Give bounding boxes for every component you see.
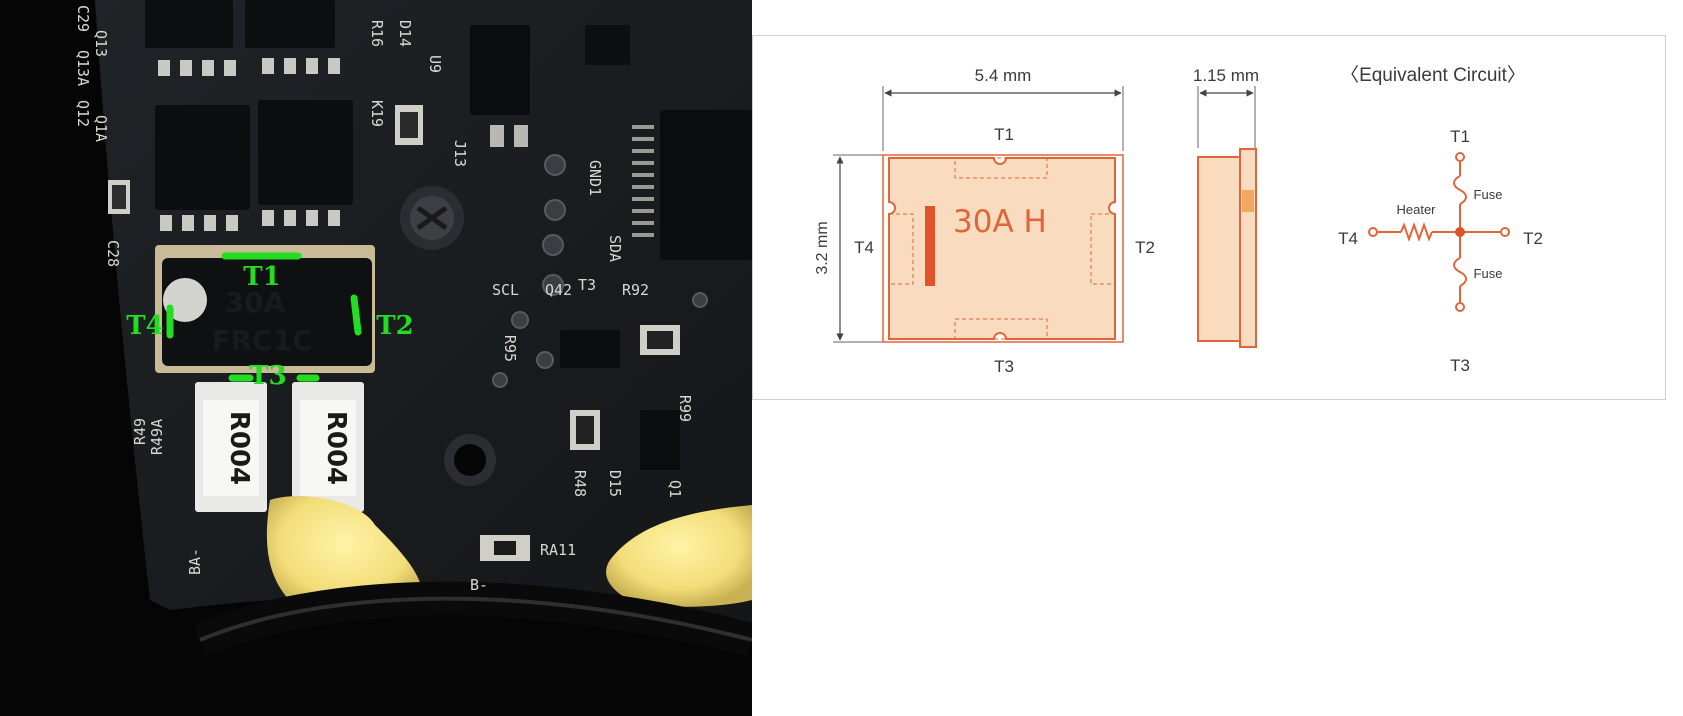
t2-marker-label: T2 (376, 311, 413, 341)
pin-label-t2: T2 (1135, 238, 1155, 257)
mounting-hole (444, 434, 496, 486)
polarity-bar (925, 206, 935, 286)
silk-label: R48 (571, 470, 589, 497)
silk-label: Q12 (74, 100, 92, 127)
width-dimension: 5.4 mm (882, 66, 1124, 151)
terminal-t2 (1500, 227, 1510, 237)
pin-label-t4: T4 (854, 238, 874, 257)
circuit-pin-t3: T3 (1450, 356, 1470, 375)
resistor-label: R004 (224, 411, 254, 485)
silk-label: BA- (186, 548, 204, 575)
pin1-dot (163, 278, 207, 322)
silk-label: Q42 (545, 281, 572, 299)
silk-label: B- (470, 576, 488, 594)
pad-t2 (1090, 213, 1116, 285)
package-diagram: 5.4 mm 3.2 mm 30A H T1 T3 T4 T2 (814, 64, 1543, 376)
silk-label: Q1A (92, 115, 110, 142)
silk-label: R49 (131, 418, 149, 445)
terminal-t3 (1455, 302, 1465, 312)
silk-label: SDA (606, 235, 624, 262)
heater-resistor-symbol (1400, 222, 1433, 242)
silkscreen: C29 Q13 Q13A Q12 Q1A C28 R16 D14 U9 J13 … (74, 5, 694, 594)
circuit-pin-t4: T4 (1338, 229, 1358, 248)
silk-label: T3 (578, 276, 596, 294)
pcb-photo: R004 R004 C29 Q13 Q13A Q12 Q1A C28 R16 D… (0, 0, 752, 716)
screw (400, 186, 464, 250)
pin-label-t3: T3 (994, 357, 1014, 376)
pad-t3 (954, 318, 1048, 340)
equivalent-circuit: 〈Equivalent Circuit〉 T1 T3 T4 T2 Heater … (1338, 64, 1543, 375)
silk-label: R92 (622, 281, 649, 299)
silk-label: D14 (396, 20, 414, 47)
silk-label: K19 (368, 100, 386, 127)
fuse-label-lower: Fuse (1474, 266, 1503, 281)
t2-marker-line (350, 294, 362, 336)
terminal-markers: T1 T4 T2 T3 (126, 252, 414, 391)
package-top-view: 30A H T1 T3 T4 T2 (854, 125, 1155, 376)
circuit-pin-t1: T1 (1450, 127, 1470, 146)
silk-label: J13 (451, 140, 469, 167)
heater-label: Heater (1396, 202, 1436, 217)
silk-label: C29 (74, 5, 92, 32)
package-marking: 30A H (953, 204, 1047, 240)
t1-marker-label: T1 (243, 262, 280, 292)
pad-t4 (888, 213, 914, 285)
silk-label: GND1 (586, 160, 604, 196)
terminal-t4 (1368, 227, 1378, 237)
circuit-title: 〈Equivalent Circuit〉 (1340, 64, 1526, 86)
thickness-label: 1.15 mm (1193, 66, 1259, 85)
package-side-view: 1.15 mm (1193, 66, 1259, 348)
silk-label: R95 (501, 335, 519, 362)
silk-label: U9 (426, 55, 444, 73)
silk-label: R16 (368, 20, 386, 47)
pin-label-t1: T1 (994, 125, 1014, 144)
silk-label: Q1 (666, 480, 684, 498)
t4-marker-label: T4 (126, 311, 163, 341)
silk-label: R99 (676, 395, 694, 422)
chip-marking-line1: 30A (225, 286, 286, 319)
pad-t1 (954, 157, 1048, 179)
width-label: 5.4 mm (975, 66, 1032, 85)
fuse-symbol-lower (1453, 257, 1467, 287)
t3-marker-label: T3 (249, 361, 286, 391)
silk-label: D15 (606, 470, 624, 497)
height-dimension: 3.2 mm (814, 154, 888, 343)
junction-node (1455, 227, 1465, 237)
mosfet-packages (145, 0, 353, 231)
silk-label: SCL (492, 281, 519, 299)
circuit-pin-t2: T2 (1523, 229, 1543, 248)
chip-marking-line2: FRC1C (211, 324, 312, 357)
terminal-t1 (1455, 152, 1465, 162)
silk-label: C28 (104, 240, 122, 267)
silk-label: Q13 (92, 30, 110, 57)
fuse-label-upper: Fuse (1474, 187, 1503, 202)
silk-label: RA11 (540, 541, 576, 559)
side-pad (1242, 190, 1254, 212)
datasheet-panel: 5.4 mm 3.2 mm 30A H T1 T3 T4 T2 (752, 35, 1666, 400)
height-label: 3.2 mm (814, 221, 831, 274)
small-components (108, 25, 752, 561)
sense-resistors: R004 R004 (195, 382, 364, 512)
fuse-chip: 30A FRC1C (155, 245, 375, 373)
fuse-symbol-upper (1453, 175, 1467, 205)
silk-label: R49A (148, 419, 166, 455)
vias (492, 154, 708, 388)
silk-label: Q13A (74, 50, 92, 86)
resistor-label: R004 (321, 411, 351, 485)
